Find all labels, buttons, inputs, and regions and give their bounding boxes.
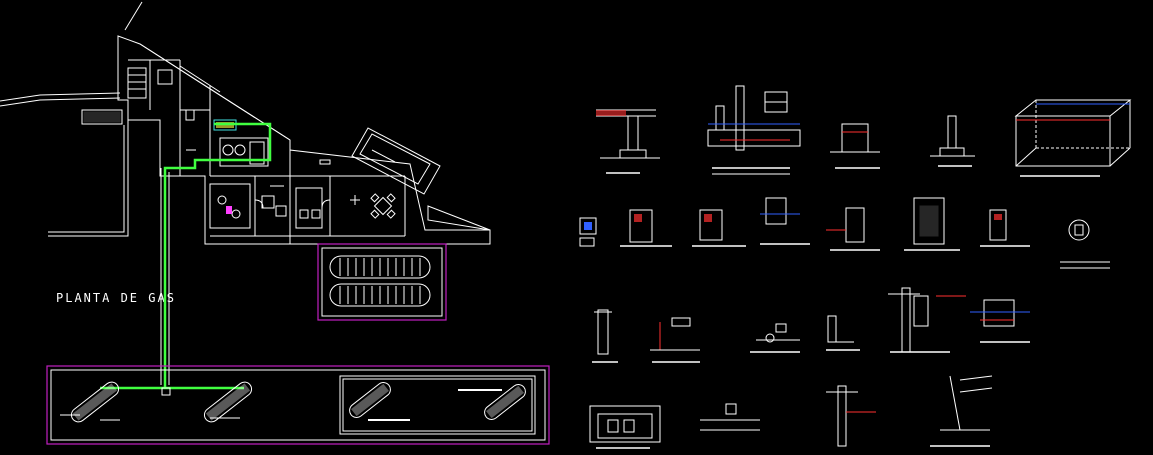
construction-details — [579, 85, 1132, 449]
detail-4 — [930, 115, 975, 167]
detail-3 — [830, 123, 880, 169]
gas-plant-title: PLANTA DE GAS — [56, 291, 176, 305]
detail-row-4 — [589, 375, 993, 449]
gas-plant-enclosure — [46, 365, 550, 445]
tank-enclosure — [317, 243, 447, 321]
detail-row-3 — [592, 287, 1030, 363]
detail-1 — [596, 109, 660, 174]
gas-pipe — [100, 122, 272, 390]
detail-row-2 — [579, 197, 1110, 269]
detail-5 — [1014, 99, 1132, 177]
detail-2 — [707, 85, 801, 175]
